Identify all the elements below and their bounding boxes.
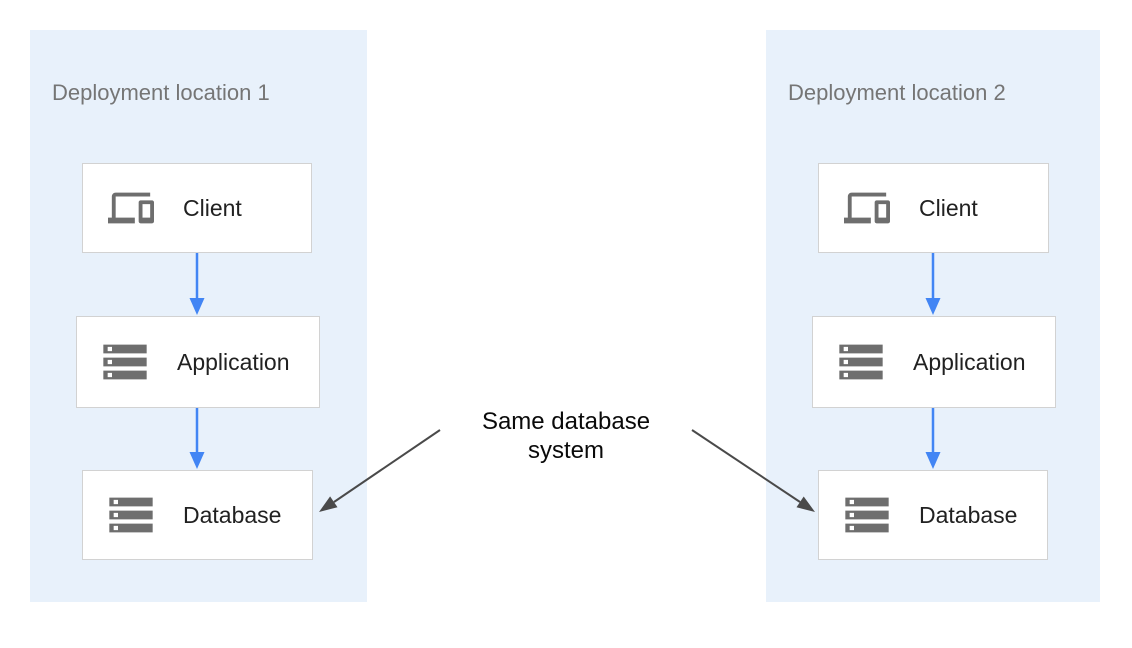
node-label: Application <box>177 348 290 375</box>
node-label: Database <box>183 501 282 528</box>
node-client-2: Client <box>818 163 1049 253</box>
node-database-2: Database <box>818 470 1048 560</box>
node-application-1: Application <box>76 316 320 408</box>
panel-title-2: Deployment location 2 <box>788 80 1006 105</box>
annotation-line-2: system <box>527 437 604 464</box>
node-database-1: Database <box>82 470 313 560</box>
storage-icon <box>97 487 165 543</box>
panel-title-1: Deployment location 1 <box>52 80 270 105</box>
storage-icon <box>833 487 901 543</box>
storage-icon <box>827 334 895 390</box>
node-label: Client <box>183 194 242 221</box>
annotation-line-1: Same database <box>481 408 651 435</box>
node-label: Database <box>919 501 1018 528</box>
devices-icon <box>833 180 901 236</box>
devices-icon <box>97 180 165 236</box>
annotation-same-database-system: Same database system <box>482 407 650 465</box>
node-application-2: Application <box>812 316 1056 408</box>
node-client-1: Client <box>82 163 312 253</box>
node-label: Client <box>919 194 978 221</box>
node-label: Application <box>913 348 1026 375</box>
storage-icon <box>91 334 159 390</box>
